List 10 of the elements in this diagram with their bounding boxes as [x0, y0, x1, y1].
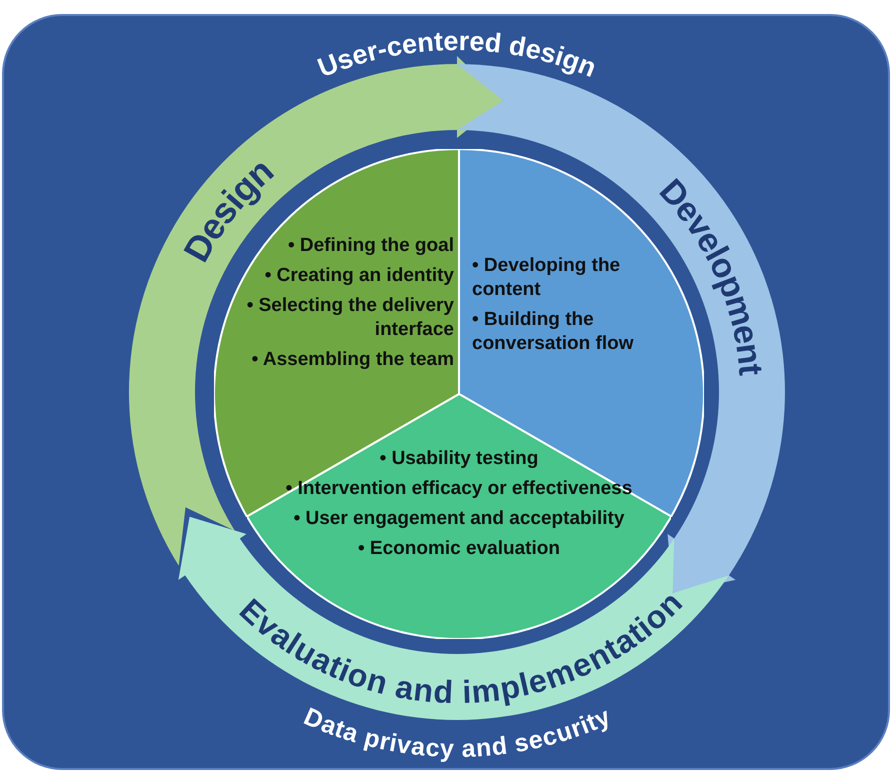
bullet-item: • User engagement and acceptability: [292, 507, 626, 531]
bullet-item: • Usability testing: [378, 447, 540, 471]
bullet-item: • Assembling the team: [250, 348, 454, 372]
background-panel: [2, 14, 890, 770]
bullet-item: • Selecting the delivery interface: [246, 294, 454, 342]
bullet-item: • Developing the content: [472, 254, 622, 302]
bullet-item: • Economic evaluation: [356, 537, 561, 561]
bullet-item: • Building the conversation flow: [472, 308, 635, 356]
theme-label: User-centered design: [314, 26, 600, 84]
bullet-item: • Creating an identity: [264, 264, 454, 288]
